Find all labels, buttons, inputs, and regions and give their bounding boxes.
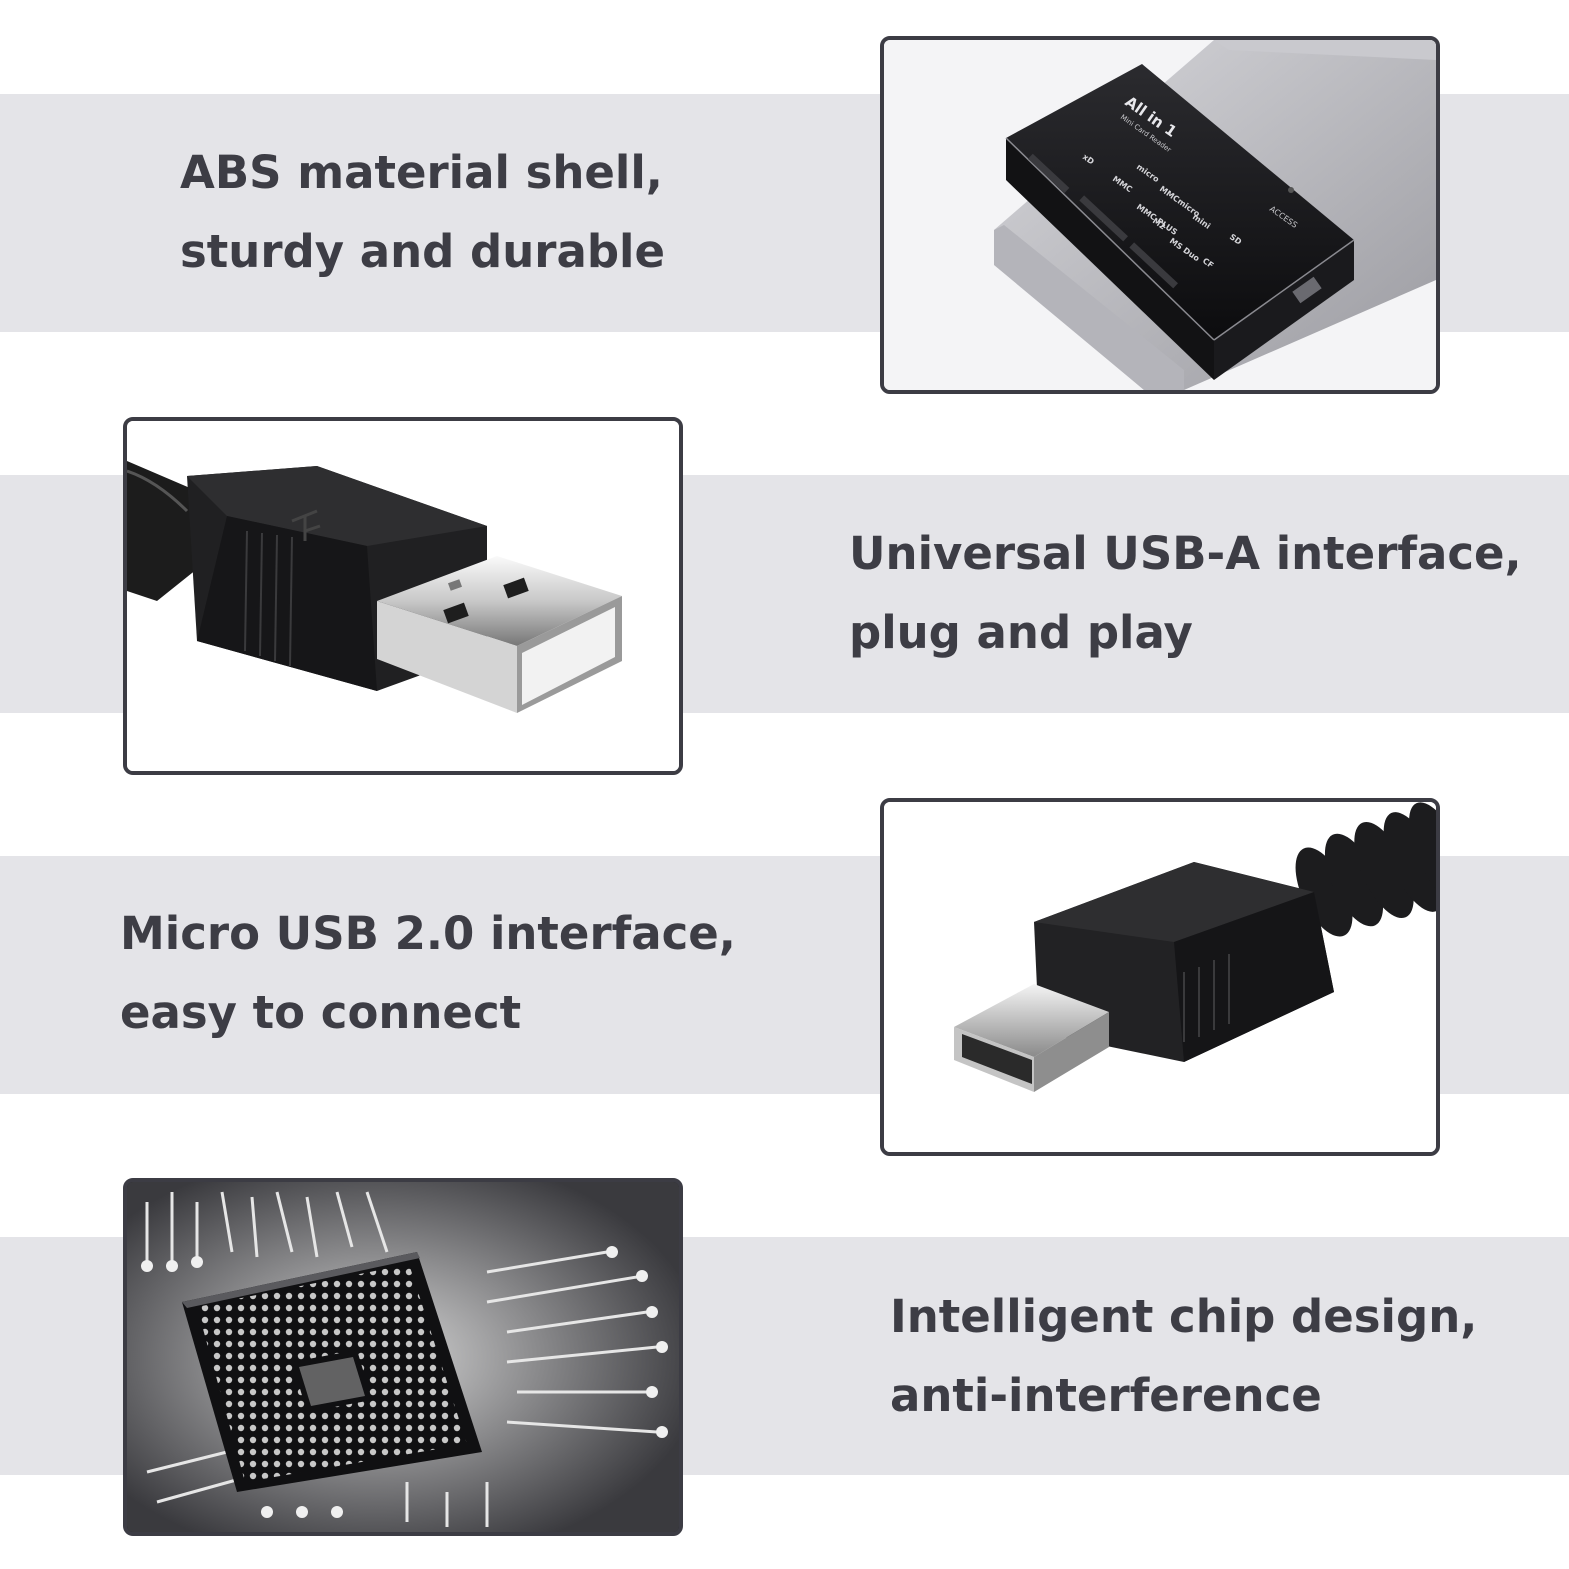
usb-a-plug-icon [127,421,679,771]
feature-caption-4: Intelligent chip design, anti-interferen… [890,1277,1477,1435]
feature-caption-2: Universal USB-A interface, plug and play [849,514,1522,672]
feature-caption-line: Intelligent chip design, [890,1290,1478,1343]
card-reader-image: All in 1 Mini Card Reader ACCESS xD micr… [880,36,1440,394]
feature-caption-line: plug and play [849,606,1193,659]
feature-caption-1: ABS material shell, sturdy and durable [180,133,665,291]
feature-caption-line: sturdy and durable [180,225,665,278]
mini-usb-image [880,798,1440,1156]
chip-icon [127,1182,679,1532]
feature-caption-line: Universal USB-A interface, [849,527,1522,580]
feature-caption-line: anti-interference [890,1369,1322,1422]
card-reader-icon: All in 1 Mini Card Reader ACCESS xD micr… [884,40,1436,390]
mini-usb-plug-icon [884,802,1436,1152]
feature-caption-line: easy to connect [120,986,522,1039]
feature-caption-3: Micro USB 2.0 interface, easy to connect [120,894,736,1052]
usb-a-image [123,417,683,775]
chip-image [123,1178,683,1536]
feature-caption-line: ABS material shell, [180,146,663,199]
feature-caption-line: Micro USB 2.0 interface, [120,907,736,960]
